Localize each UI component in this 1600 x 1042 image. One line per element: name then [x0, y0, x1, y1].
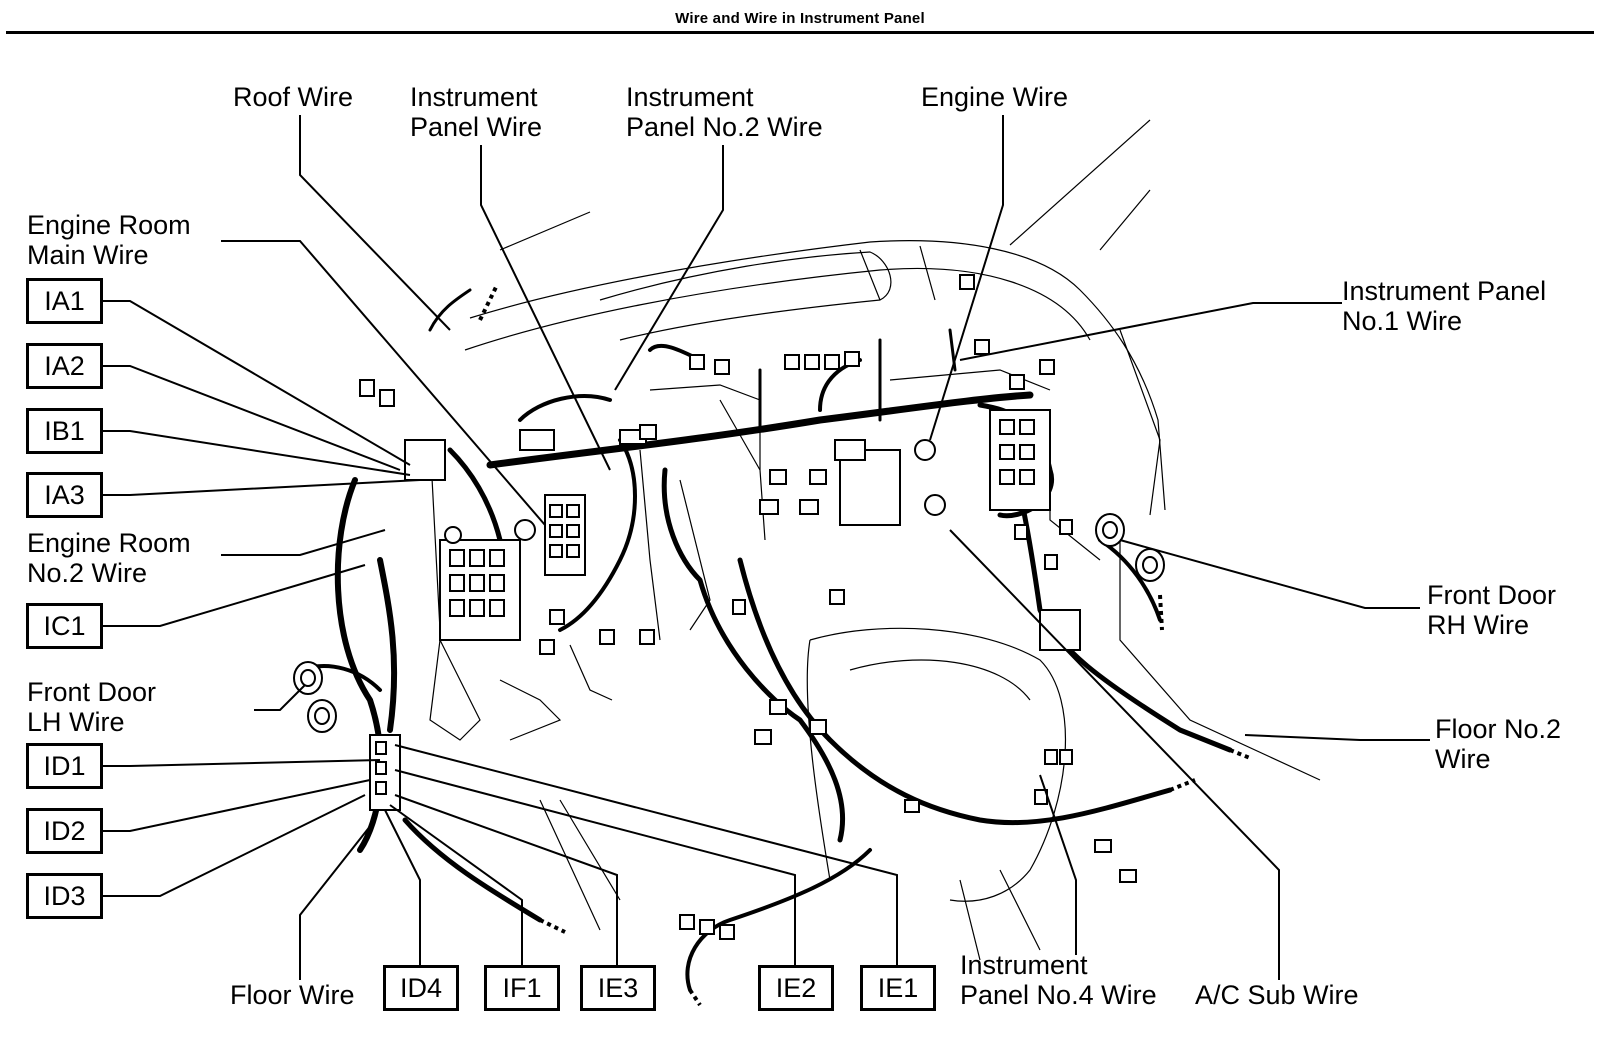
- label-line: Panel Wire: [410, 112, 543, 142]
- page-title: Wire and Wire in Instrument Panel: [675, 10, 925, 27]
- connector-ia2: IA2: [26, 343, 103, 389]
- title-rule: [6, 31, 1594, 34]
- label-line: No.2 Wire: [27, 558, 148, 588]
- wire-ends: [478, 284, 1251, 1007]
- label-line: Engine Room: [27, 528, 191, 558]
- connector-ie1: IE1: [860, 965, 936, 1011]
- label-line: Panel No.4 Wire: [960, 980, 1157, 1010]
- label-engine-room-no2-wire: Engine Room No.2 Wire: [27, 528, 191, 588]
- connectors-and-components: [293, 274, 1165, 940]
- connector-ib1: IB1: [26, 408, 103, 454]
- label-line: Front Door: [27, 677, 157, 707]
- label-front-door-rh-wire: Front Door RH Wire: [1427, 580, 1556, 640]
- connector-ia3: IA3: [26, 472, 103, 518]
- connector-ic1: IC1: [26, 603, 103, 649]
- label-line: Front Door: [1427, 580, 1557, 610]
- leader-lines: [103, 115, 1430, 980]
- label-line: No.1 Wire: [1342, 306, 1463, 336]
- label-line: RH Wire: [1427, 610, 1529, 640]
- label-engine-wire: Engine Wire: [921, 82, 1069, 112]
- label-ac-sub-wire: A/C Sub Wire: [1195, 980, 1359, 1010]
- label-roof-wire: Roof Wire: [233, 82, 354, 112]
- label-engine-room-main-wire: Engine Room Main Wire: [27, 210, 191, 270]
- connector-id1: ID1: [26, 743, 103, 789]
- instrument-panel-outline: [429, 119, 1321, 961]
- connector-ie2: IE2: [758, 965, 834, 1011]
- label-front-door-lh-wire: Front Door LH Wire: [27, 677, 156, 737]
- connector-id4: ID4: [383, 965, 459, 1011]
- label-line: Instrument: [960, 950, 1088, 980]
- connector-id2: ID2: [26, 808, 103, 854]
- label-floor-no2-wire: Floor No.2 Wire: [1435, 714, 1561, 774]
- label-instrument-panel-no4-wire: Instrument Panel No.4 Wire: [960, 950, 1157, 1010]
- label-line: Panel No.2 Wire: [626, 112, 823, 142]
- label-line: Instrument: [626, 82, 754, 112]
- label-line: Instrument: [410, 82, 538, 112]
- connector-id3: ID3: [26, 873, 103, 919]
- label-line: Main Wire: [27, 240, 149, 270]
- label-instrument-panel-no2-wire: Instrument Panel No.2 Wire: [626, 82, 823, 142]
- label-instrument-panel-no1-wire: Instrument Panel No.1 Wire: [1342, 276, 1546, 336]
- label-instrument-panel-wire: Instrument Panel Wire: [410, 82, 542, 142]
- label-line: Floor No.2: [1435, 714, 1562, 744]
- connector-ie3: IE3: [580, 965, 656, 1011]
- label-line: Engine Room: [27, 210, 191, 240]
- label-line: Instrument Panel: [1342, 276, 1547, 306]
- label-line: Wire: [1435, 744, 1491, 774]
- connector-ia1: IA1: [26, 278, 103, 324]
- connector-if1: IF1: [484, 965, 560, 1011]
- label-floor-wire: Floor Wire: [230, 980, 355, 1010]
- label-line: LH Wire: [27, 707, 125, 737]
